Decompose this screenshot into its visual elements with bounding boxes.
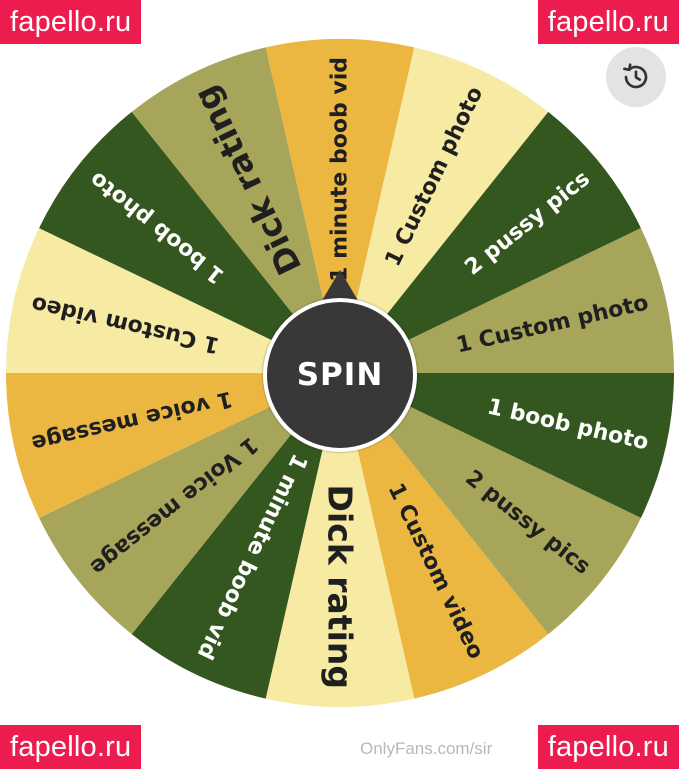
- history-button[interactable]: [606, 47, 666, 107]
- wheel-segment: [265, 373, 415, 708]
- watermark-bottom-right: fapello.ru: [537, 725, 679, 769]
- wheel-segment: [39, 111, 340, 374]
- watermark-bottom-left: fapello.ru: [0, 725, 142, 769]
- wheel-segment: [340, 228, 674, 373]
- spin-button[interactable]: SPIN: [263, 298, 417, 452]
- watermark-top-right: fapello.ru: [537, 0, 679, 44]
- wheel-segments: [6, 38, 674, 708]
- wheel-segment: [340, 373, 674, 518]
- spin-button-label: SPIN: [296, 357, 384, 393]
- watermark-top-left: fapello.ru: [0, 0, 142, 44]
- wheel-segment: [131, 373, 340, 699]
- wheel-segment: [131, 47, 340, 374]
- onlyfans-watermark: OnlyFans.com/sir: [360, 739, 493, 758]
- wheel-segment: [340, 373, 549, 699]
- wheel-segment: [6, 228, 340, 373]
- wheel-segment: [340, 111, 641, 374]
- wheel-segment-label: Dick rating: [321, 485, 360, 689]
- history-icon: [623, 63, 648, 89]
- wheel-segment: [265, 38, 415, 373]
- wheel-segment: [340, 373, 641, 635]
- wheel-segment: [6, 373, 340, 518]
- wheel-segment-label: 1 minute boob vid: [328, 57, 353, 282]
- wheel-segment: [340, 47, 549, 374]
- wheel-segment: [39, 373, 340, 635]
